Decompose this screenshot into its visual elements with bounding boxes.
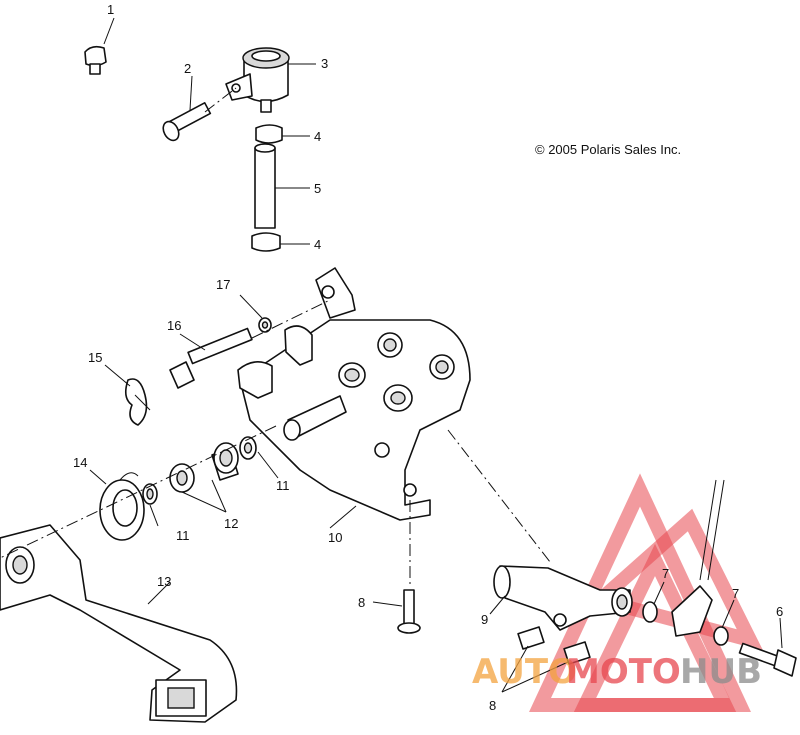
callout-16: 16 bbox=[167, 318, 181, 333]
part-14-spring bbox=[99, 472, 145, 541]
leader-lines bbox=[0, 17, 783, 693]
callout-6: 6 bbox=[776, 604, 783, 619]
callout-2: 2 bbox=[184, 61, 191, 76]
part-8-bolt-lower-2 bbox=[563, 641, 591, 665]
callout-5: 5 bbox=[314, 181, 321, 196]
part-13-pedal bbox=[0, 524, 238, 723]
pivot-pin bbox=[283, 395, 347, 441]
callout-14: 14 bbox=[73, 455, 87, 470]
part-8-bolt-lower-1 bbox=[517, 626, 545, 650]
part-5-hose bbox=[254, 143, 276, 229]
part-9-master-cylinder bbox=[493, 565, 633, 631]
callout-4-upper: 4 bbox=[314, 129, 321, 144]
part-6-bolt bbox=[738, 642, 797, 677]
part-7-washer-right bbox=[713, 626, 729, 646]
part-17-washer bbox=[258, 317, 272, 333]
callout-8-lower: 8 bbox=[489, 698, 496, 713]
part-15-clip bbox=[124, 378, 151, 426]
part-8-bolt-vertical bbox=[397, 589, 421, 634]
callout-12: 12 bbox=[224, 516, 238, 531]
part-4-clamp-upper bbox=[255, 124, 283, 144]
callout-15: 15 bbox=[88, 350, 102, 365]
callout-labels: 1 2 3 4 5 4 17 16 15 14 11 12 11 10 13 8… bbox=[73, 2, 783, 713]
copyright-text: © 2005 Polaris Sales Inc. bbox=[535, 142, 681, 157]
callout-11-right: 11 bbox=[276, 478, 290, 493]
watermark-moto: MOTO bbox=[566, 652, 681, 692]
callout-3: 3 bbox=[321, 56, 328, 71]
watermark-hub: HUB bbox=[680, 652, 762, 692]
part-3-reservoir bbox=[225, 47, 290, 113]
callout-11-left: 11 bbox=[176, 528, 190, 543]
callout-8-upper: 8 bbox=[358, 595, 365, 610]
callout-10: 10 bbox=[328, 530, 342, 545]
part-12-bushing-right bbox=[211, 442, 239, 481]
callout-13: 13 bbox=[157, 574, 171, 589]
part-10-bracket bbox=[237, 267, 471, 521]
part-11-washer-left bbox=[142, 483, 158, 505]
callout-17: 17 bbox=[216, 277, 230, 292]
watermark-auto: AUTO bbox=[472, 652, 577, 692]
callout-4-lower: 4 bbox=[314, 237, 321, 252]
callout-7-right: 7 bbox=[732, 586, 739, 601]
watermark-text: AUTO MOTO HUB bbox=[472, 652, 762, 692]
part-16-bolt bbox=[169, 327, 253, 389]
part-11-washer-right bbox=[239, 436, 257, 460]
clevis-rod bbox=[671, 479, 725, 637]
part-2-bolt bbox=[162, 102, 212, 142]
part-4-clamp-lower bbox=[251, 232, 281, 252]
callout-9: 9 bbox=[481, 612, 488, 627]
callout-7-left: 7 bbox=[662, 566, 669, 581]
part-1-cap bbox=[84, 45, 107, 75]
part-7-washer-left bbox=[642, 601, 658, 623]
callout-1: 1 bbox=[107, 2, 114, 17]
part-12-bushing-left bbox=[169, 463, 195, 493]
